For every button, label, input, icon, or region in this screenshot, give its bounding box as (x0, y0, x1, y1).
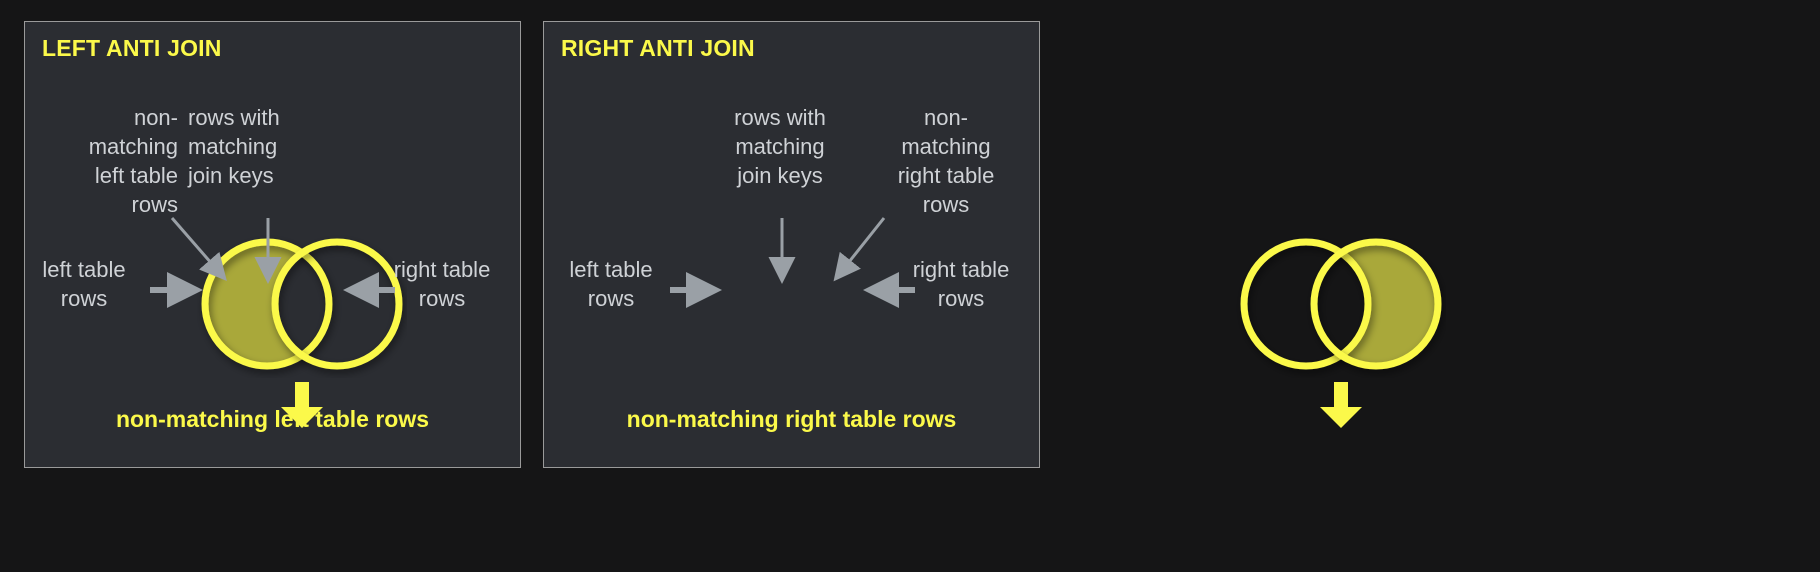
annotation-left-table-rows-right: left table rows (569, 257, 653, 311)
venn-circle-right (271, 238, 403, 370)
venn-circle-right (1310, 238, 1442, 370)
result-caption-left: non-matching left table rows (115, 406, 430, 432)
panel-title-right: RIGHT ANTI JOIN (561, 35, 755, 61)
annotation-left-table-rows-left: left table rows (42, 257, 126, 311)
annotation-matching-join-keys-left: rows with matching join keys (188, 105, 280, 188)
annotation-right-table-rows-right: right table rows (912, 257, 1010, 311)
down-arrow-icon-left (281, 382, 323, 428)
annotation-right-table-rows-left: right table rows (393, 257, 491, 311)
annotation-non-matching-right: non- matching right table rows (897, 105, 995, 217)
venn-circle-left (1240, 238, 1372, 370)
annotation-non-matching-left: non- matching left table rows (88, 105, 178, 217)
pointer-arrow-nonmatching (833, 217, 886, 282)
annotation-matching-join-keys-right: rows with matching join keys (734, 105, 826, 188)
panel-right-anti-join: RIGHT ANTI JOIN (543, 21, 1446, 468)
connectors-right (670, 217, 915, 308)
panel-left-anti-join: LEFT ANTI JOIN (24, 21, 521, 468)
venn-svg-right (1236, 230, 1446, 378)
panel-title-left: LEFT ANTI JOIN (42, 35, 222, 61)
result-caption-right: non-matching right table rows (626, 406, 957, 432)
venn-diagram-right (1236, 230, 1446, 378)
down-arrow-icon-right (1320, 382, 1362, 428)
